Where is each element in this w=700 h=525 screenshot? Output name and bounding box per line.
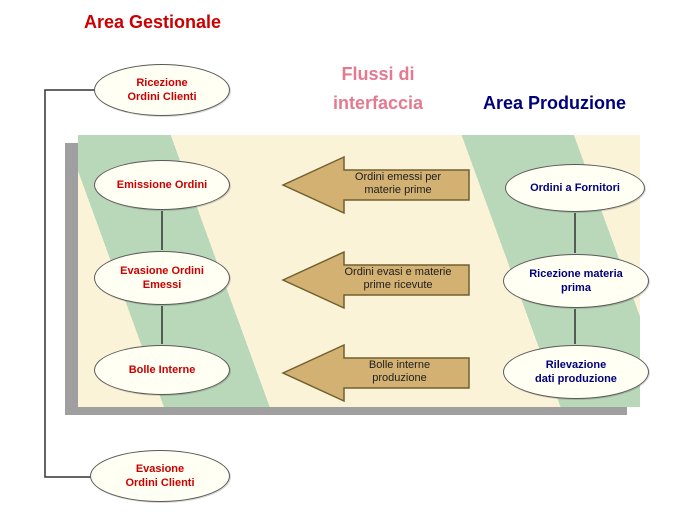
node-rilevazione-dati-produzione: Rilevazione dati produzione bbox=[503, 345, 649, 399]
flow-arrow-ordini-emessi-icon bbox=[281, 155, 470, 215]
node-label: Ricezione Ordini Clienti bbox=[127, 76, 197, 103]
flow-label-ordini-evasi: Ordini evasi e materie prime ricevute bbox=[344, 266, 452, 292]
node-label: Evasione Ordini Emessi bbox=[120, 264, 204, 291]
node-label: Ricezione materia prima bbox=[529, 267, 623, 294]
title-area-gestionale: Area Gestionale bbox=[84, 12, 222, 32]
node-bolle-interne: Bolle Interne bbox=[94, 345, 230, 395]
node-label: Ordini a Fornitori bbox=[530, 181, 620, 194]
flow-label-ordini-emessi: Ordini emessi per materie prime bbox=[354, 171, 442, 197]
title-flussi-interfaccia: Flussi di interfaccia bbox=[332, 64, 424, 113]
node-label: Rilevazione dati produzione bbox=[535, 358, 617, 385]
node-ordini-a-fornitori: Ordini a Fornitori bbox=[505, 164, 645, 212]
flow-label-bolle-interne: Bolle interne produzione bbox=[368, 359, 431, 385]
node-ricezione-ordini-clienti: Ricezione Ordini Clienti bbox=[94, 64, 230, 116]
node-ricezione-materia-prima: Ricezione materia prima bbox=[503, 254, 649, 308]
node-label: Bolle Interne bbox=[128, 363, 196, 376]
node-evasione-ordini-clienti: Evasione Ordini Clienti bbox=[90, 450, 230, 502]
node-label: Evasione Ordini Clienti bbox=[125, 462, 195, 489]
node-emissione-ordini: Emissione Ordini bbox=[94, 160, 230, 210]
title-area-produzione: Area Produzione bbox=[483, 93, 627, 113]
node-evasione-ordini-emessi: Evasione Ordini Emessi bbox=[94, 251, 230, 305]
flow-arrow-bolle-interne-icon bbox=[281, 343, 470, 403]
node-label: Emissione Ordini bbox=[116, 178, 208, 191]
flow-arrow-ordini-evasi-icon bbox=[281, 250, 470, 310]
